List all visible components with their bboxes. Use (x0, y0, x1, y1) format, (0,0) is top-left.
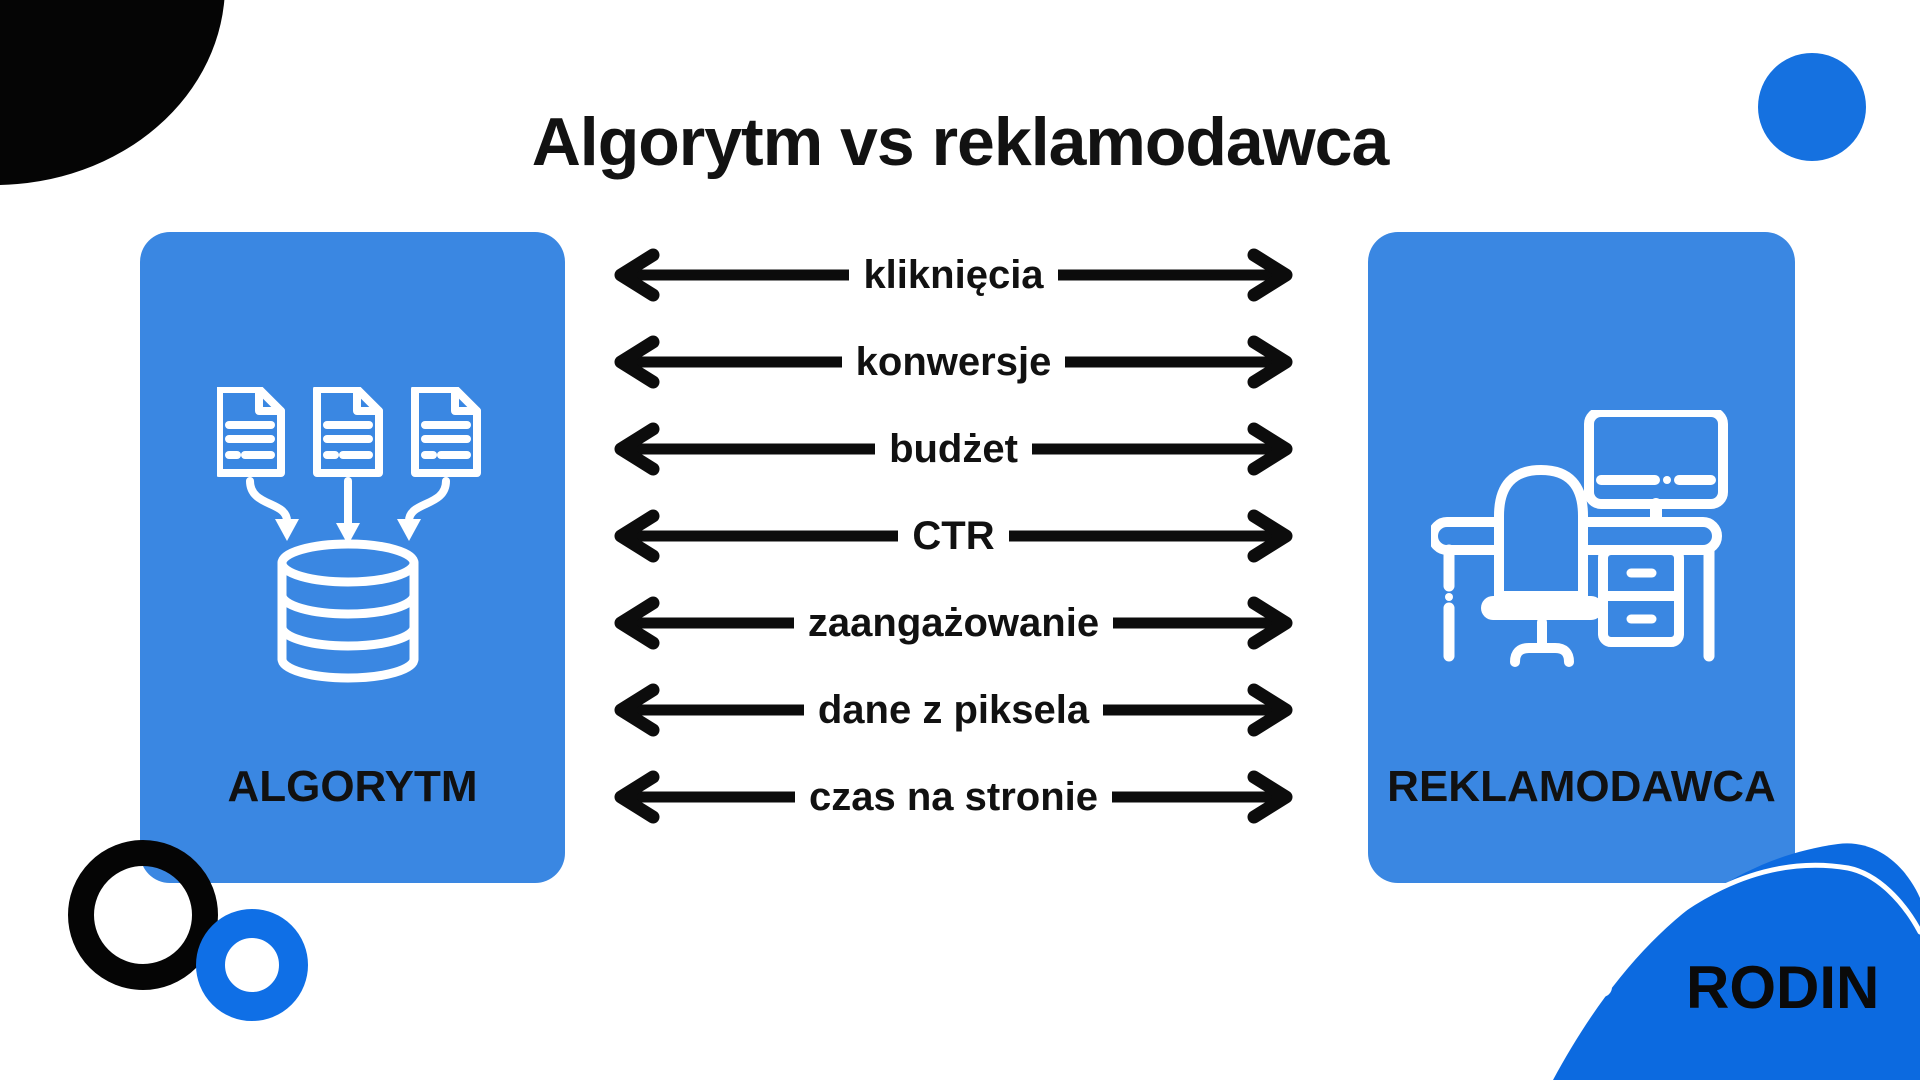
metric-arrow-row: kliknięcia (607, 247, 1300, 303)
document-icon (217, 387, 285, 477)
page-title: Algorytm vs reklamodawca (531, 104, 1390, 180)
algorithm-card-label: ALGORYTM (227, 762, 478, 811)
algorithm-card: ALGORYTM (140, 232, 565, 883)
metric-label: czas na stronie (794, 777, 1112, 817)
decorative-dot-top-right (1758, 53, 1866, 161)
office-chair-icon (1481, 465, 1603, 667)
metric-label: konwersje (841, 342, 1066, 382)
decorative-wave-shape (1553, 843, 1920, 1080)
documents-to-database-icon (217, 387, 481, 683)
flow-arrow-icon (405, 477, 450, 525)
advertiser-card: REKLAMODAWCA (1368, 232, 1795, 883)
advertiser-card-label: REKLAMODAWCA (1387, 762, 1776, 811)
decorative-arc-line (1599, 862, 1920, 990)
metric-label: zaangażowanie (793, 603, 1114, 643)
desk-workspace-icon (1431, 410, 1728, 667)
metric-arrow-row: dane z piksela (607, 682, 1300, 738)
metric-label: budżet (875, 429, 1032, 469)
metric-label: dane z piksela (803, 690, 1104, 730)
metric-arrow-row: czas na stronie (607, 769, 1300, 825)
metric-label: kliknięcia (849, 255, 1058, 295)
metric-arrow-row: zaangażowanie (607, 595, 1300, 651)
brand-logo: RODIN (1686, 954, 1880, 1021)
metric-arrow-row: CTR (607, 508, 1300, 564)
monitor-icon (1584, 410, 1728, 528)
flow-arrow-icon (246, 477, 291, 525)
database-icon (277, 539, 419, 683)
metric-label: CTR (898, 516, 1009, 556)
document-icon (313, 387, 383, 477)
metric-arrow-row: budżet (607, 421, 1300, 477)
document-icon (411, 387, 481, 477)
decorative-ring-blue (196, 909, 308, 1021)
metric-arrow-row: konwersje (607, 334, 1300, 390)
